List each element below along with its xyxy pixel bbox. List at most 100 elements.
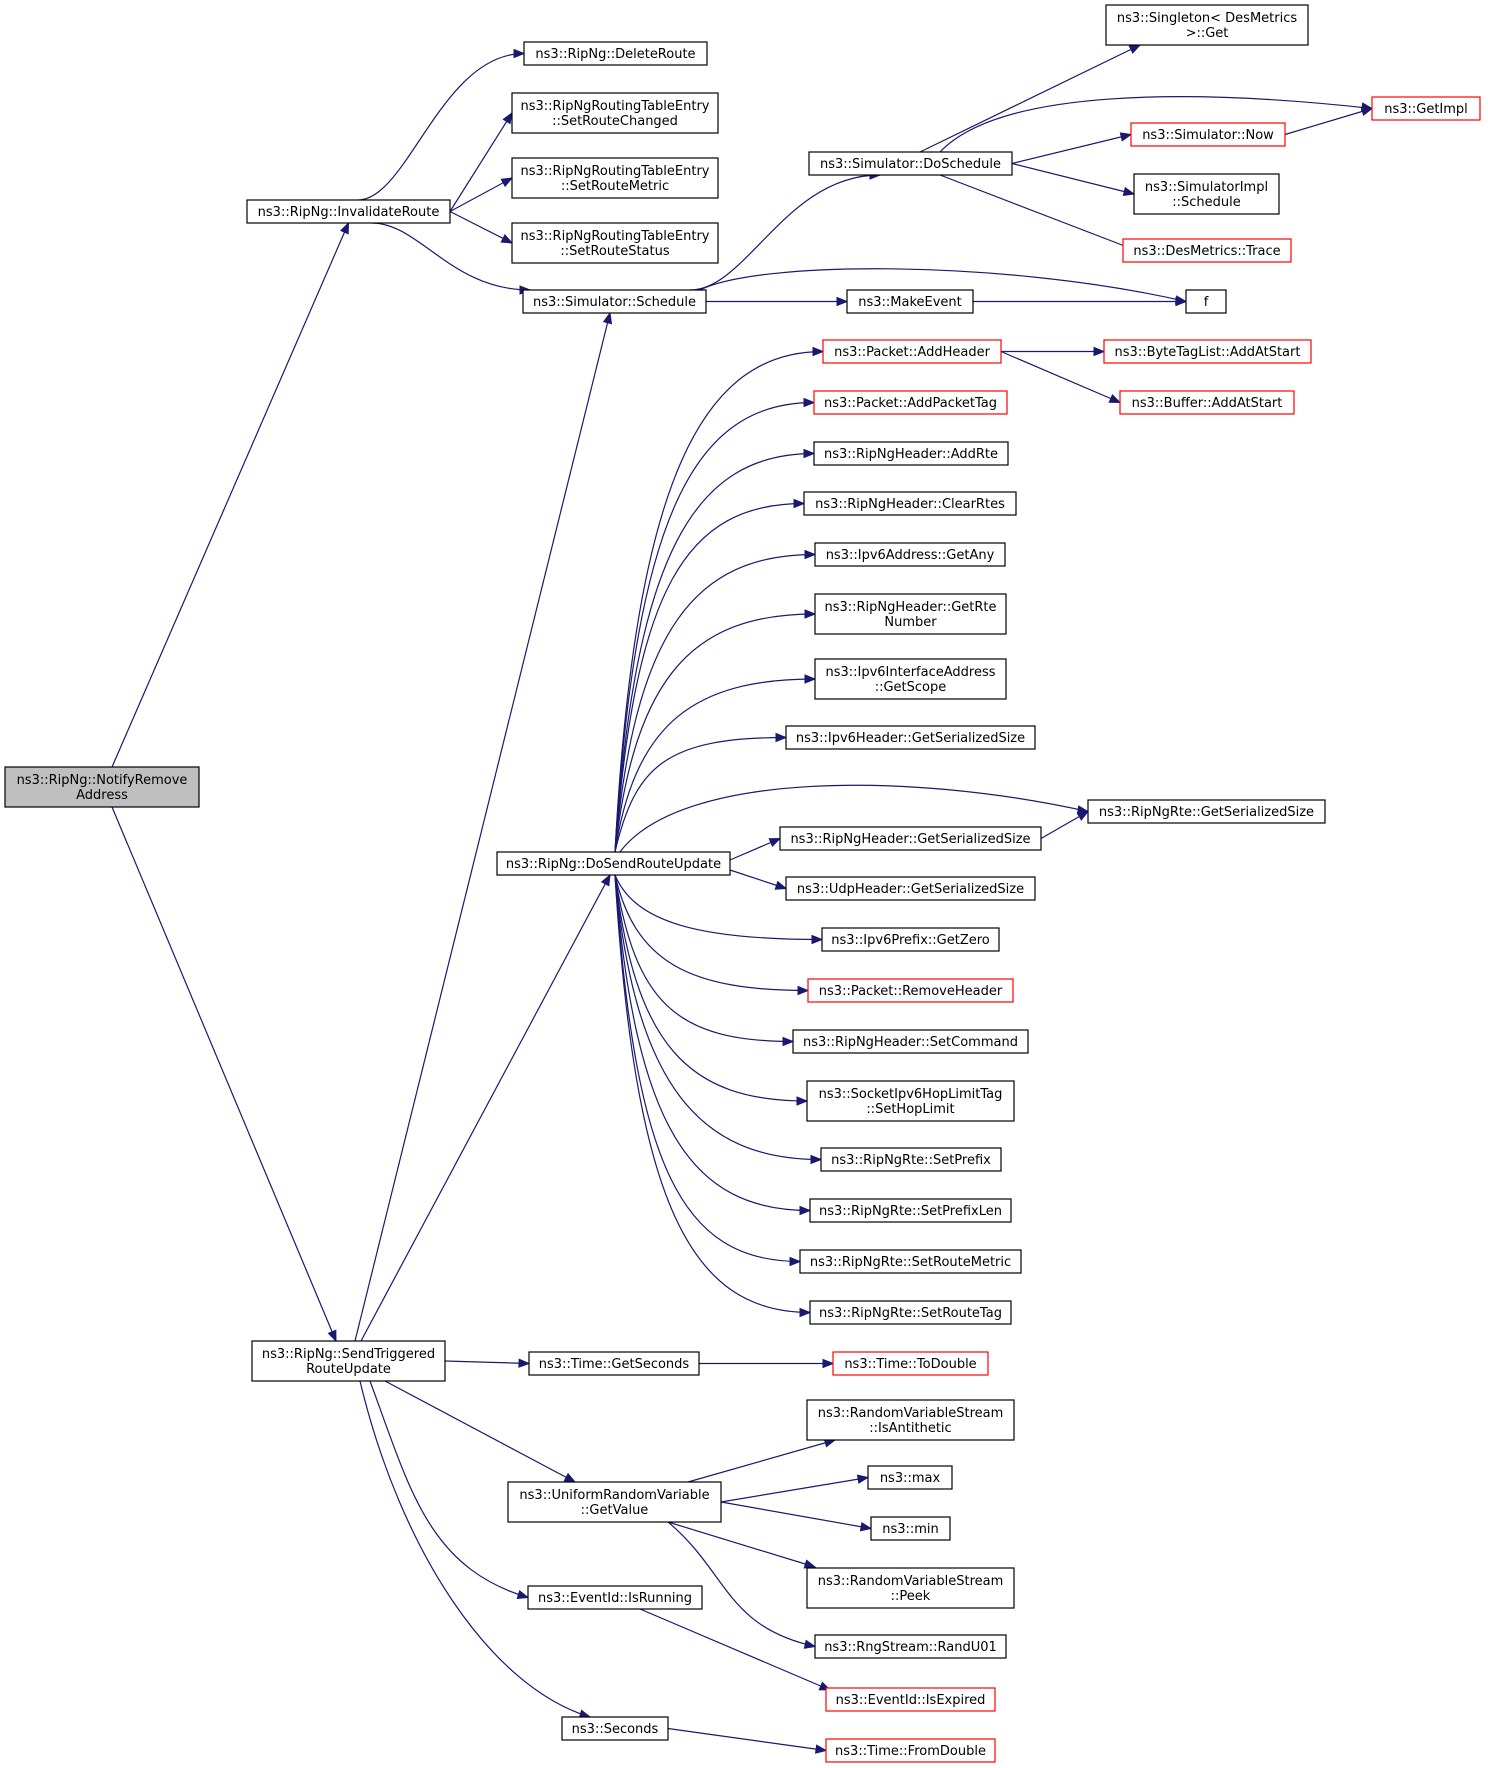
node-trace[interactable]: ns3::DesMetrics::Trace	[1122, 238, 1292, 263]
node-getimpl[interactable]: ns3::GetImpl	[1371, 96, 1481, 121]
node-schedule[interactable]: ns3::Simulator::Schedule	[522, 289, 707, 314]
node-getany[interactable]: ns3::Ipv6Address::GetAny	[814, 542, 1006, 567]
node-setroutestatus[interactable]: ns3::RipNgRoutingTableEntry::SetRouteSta…	[511, 222, 719, 264]
edge-addheader-to-bytetag	[1001, 346, 1106, 357]
node-addheader[interactable]: ns3::Packet::AddHeader	[822, 339, 1002, 364]
node-todouble[interactable]: ns3::Time::ToDouble	[832, 1351, 989, 1376]
edge-line	[1011, 133, 1132, 165]
node-setprefix[interactable]: ns3::RipNgRte::SetPrefix	[820, 1147, 1002, 1172]
edge-doschedule-to-singleton	[919, 44, 1142, 153]
node-setcommand[interactable]: ns3::RipNgHeader::SetCommand	[792, 1029, 1029, 1054]
node-box	[814, 1634, 1007, 1659]
node-max[interactable]: ns3::max	[867, 1465, 953, 1490]
edge-getvalue-to-randu01	[667, 1521, 817, 1649]
edge-dosend-to-setprefixlen	[614, 874, 812, 1216]
node-isexpired[interactable]: ns3::EventId::IsExpired	[825, 1687, 996, 1712]
node-addrte[interactable]: ns3::RipNgHeader::AddRte	[813, 441, 1009, 466]
node-setroutemetric_r[interactable]: ns3::RipNgRte::SetRouteMetric	[799, 1249, 1022, 1274]
node-addpackettag[interactable]: ns3::Packet::AddPacketTag	[813, 390, 1008, 415]
edge-line	[614, 874, 811, 1212]
edge-line	[444, 1360, 530, 1365]
node-box	[814, 658, 1007, 700]
node-label: ::SetRouteStatus	[560, 244, 669, 259]
node-fromdouble[interactable]: ns3::Time::FromDouble	[825, 1738, 996, 1763]
edge-line	[614, 678, 816, 853]
node-singleton[interactable]: ns3::Singleton< DesMetrics>::Get	[1105, 4, 1309, 46]
node-setroutemetric_e[interactable]: ns3::RipNgRoutingTableEntry::SetRouteMet…	[511, 157, 719, 199]
node-riphdrsize[interactable]: ns3::RipNgHeader::GetSerializedSize	[779, 826, 1042, 851]
edge-dosend-to-addpackettag	[614, 397, 816, 853]
edge-arrowhead	[1122, 186, 1136, 197]
node-udphdrsize[interactable]: ns3::UdpHeader::GetSerializedSize	[785, 876, 1036, 901]
node-setroutetag[interactable]: ns3::RipNgRte::SetRouteTag	[809, 1300, 1012, 1325]
node-label: ns3::RipNgHeader::GetRte	[824, 600, 996, 615]
node-f[interactable]: f	[1185, 289, 1227, 314]
node-box	[251, 1340, 446, 1382]
edge-line	[384, 1380, 576, 1483]
edge-arrowhead	[768, 837, 782, 848]
edge-arrowhead	[516, 1589, 530, 1600]
node-implschedule[interactable]: ns3::SimulatorImpl::Schedule	[1133, 173, 1280, 215]
node-min[interactable]: ns3::min	[870, 1516, 951, 1541]
edges-layer	[111, 44, 1374, 1754]
edge-getvalue-to-isantithetic	[687, 1438, 837, 1483]
node-deleteroute[interactable]: ns3::RipNg::DeleteRoute	[523, 41, 708, 66]
node-setprefixlen[interactable]: ns3::RipNgRte::SetPrefixLen	[809, 1198, 1012, 1223]
edge-arrowhead	[804, 674, 817, 684]
node-bytetag[interactable]: ns3::ByteTagList::AddAtStart	[1103, 339, 1312, 364]
edge-line	[614, 874, 823, 941]
node-makeevent[interactable]: ns3::MakeEvent	[846, 289, 974, 314]
node-getvalue[interactable]: ns3::UniformRandomVariable::GetValue	[507, 1481, 722, 1523]
edge-line	[614, 874, 801, 1263]
node-bufferadd[interactable]: ns3::Buffer::AddAtStart	[1119, 390, 1295, 415]
node-clearrtes[interactable]: ns3::RipNgHeader::ClearRtes	[803, 491, 1017, 516]
node-ipv6hdrsize[interactable]: ns3::Ipv6Header::GetSerializedSize	[785, 725, 1036, 750]
edge-getvalue-to-peek	[667, 1521, 817, 1569]
node-doschedule[interactable]: ns3::Simulator::DoSchedule	[808, 151, 1013, 176]
edge-arrowhead	[814, 1744, 828, 1754]
node-dosend[interactable]: ns3::RipNg::DoSendRouteUpdate	[496, 851, 731, 876]
node-removeheader[interactable]: ns3::Packet::RemoveHeader	[807, 978, 1014, 1003]
node-label: ns3::RipNgHeader::AddRte	[824, 447, 998, 462]
node-box	[246, 199, 451, 224]
node-rtesize[interactable]: ns3::RipNgRte::GetSerializedSize	[1087, 799, 1326, 824]
edge-line	[614, 401, 815, 853]
node-randu01[interactable]: ns3::RngStream::RandU01	[814, 1634, 1007, 1659]
node-box	[806, 1080, 1015, 1122]
edge-arrowhead	[803, 448, 816, 459]
node-peek[interactable]: ns3::RandomVariableStream::Peek	[806, 1567, 1015, 1609]
edge-dosend-to-sethoplimit	[614, 874, 809, 1106]
node-now[interactable]: ns3::Simulator::Now	[1130, 122, 1286, 147]
node-label: ::GetValue	[581, 1503, 649, 1518]
edge-line	[371, 222, 531, 291]
node-getscope[interactable]: ns3::Ipv6InterfaceAddress::GetScope	[814, 658, 1007, 700]
edge-sendtrig-to-seconds	[359, 1380, 592, 1719]
node-setroutechanged[interactable]: ns3::RipNgRoutingTableEntry::SetRouteCha…	[511, 92, 719, 134]
node-box	[4, 766, 200, 808]
node-label: ::GetScope	[875, 680, 947, 695]
edge-line	[359, 1380, 591, 1718]
node-isrunning[interactable]: ns3::EventId::IsRunning	[527, 1585, 703, 1610]
node-invalidate[interactable]: ns3::RipNg::InvalidateRoute	[246, 199, 451, 224]
node-box	[808, 151, 1013, 176]
node-box	[1371, 96, 1481, 121]
node-box	[807, 978, 1014, 1003]
edge-arrowhead	[502, 111, 513, 125]
node-label: ns3::UdpHeader::GetSerializedSize	[797, 882, 1024, 897]
edge-line	[667, 1727, 827, 1752]
edge-invalidate-to-deleteroute	[357, 48, 526, 201]
node-getseconds[interactable]: ns3::Time::GetSeconds	[528, 1351, 700, 1376]
node-isantithetic[interactable]: ns3::RandomVariableStream::IsAntithetic	[806, 1399, 1015, 1441]
edge-arrowhead	[856, 1474, 870, 1484]
node-label: ns3::RandomVariableStream	[818, 1406, 1004, 1421]
node-box	[867, 1465, 953, 1490]
edge-arrowhead	[500, 177, 514, 188]
node-sethoplimit[interactable]: ns3::SocketIpv6HopLimitTag::SetHopLimit	[806, 1080, 1015, 1122]
node-label: ns3::RipNgRte::SetPrefix	[831, 1153, 991, 1168]
node-getzero[interactable]: ns3::Ipv6Prefix::GetZero	[821, 927, 1000, 952]
node-seconds[interactable]: ns3::Seconds	[561, 1716, 669, 1741]
edge-arrowhead	[793, 498, 806, 509]
edge-arrowhead	[1076, 810, 1090, 821]
